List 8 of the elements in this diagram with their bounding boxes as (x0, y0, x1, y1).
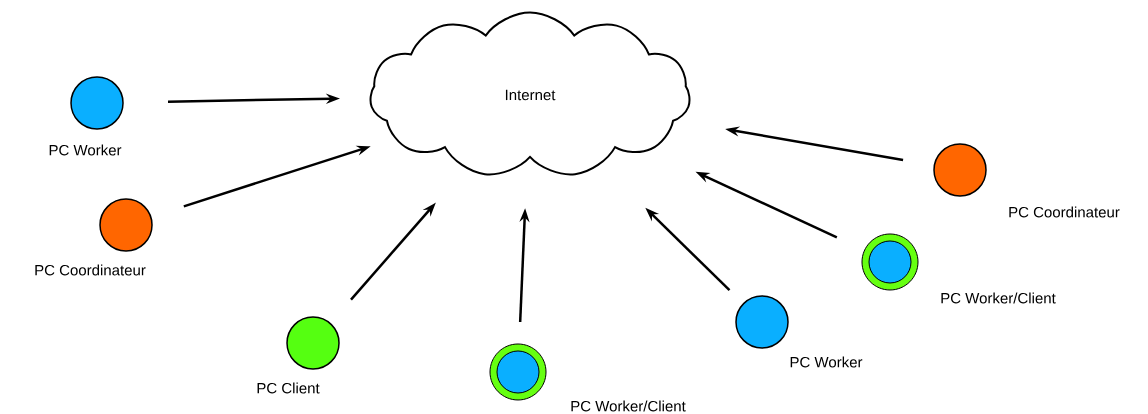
node-label: PC Worker (790, 356, 863, 368)
node-label: PC Worker (49, 144, 122, 156)
node-label: PC Coordinateur (35, 264, 146, 276)
node-label: PC Worker/Client (941, 292, 1056, 304)
node-label: PC Worker/Client (571, 400, 686, 412)
node-label: PC Client (257, 382, 320, 394)
node-label: PC Coordinateur (1009, 206, 1120, 218)
cloud: Internet (369, 11, 691, 176)
